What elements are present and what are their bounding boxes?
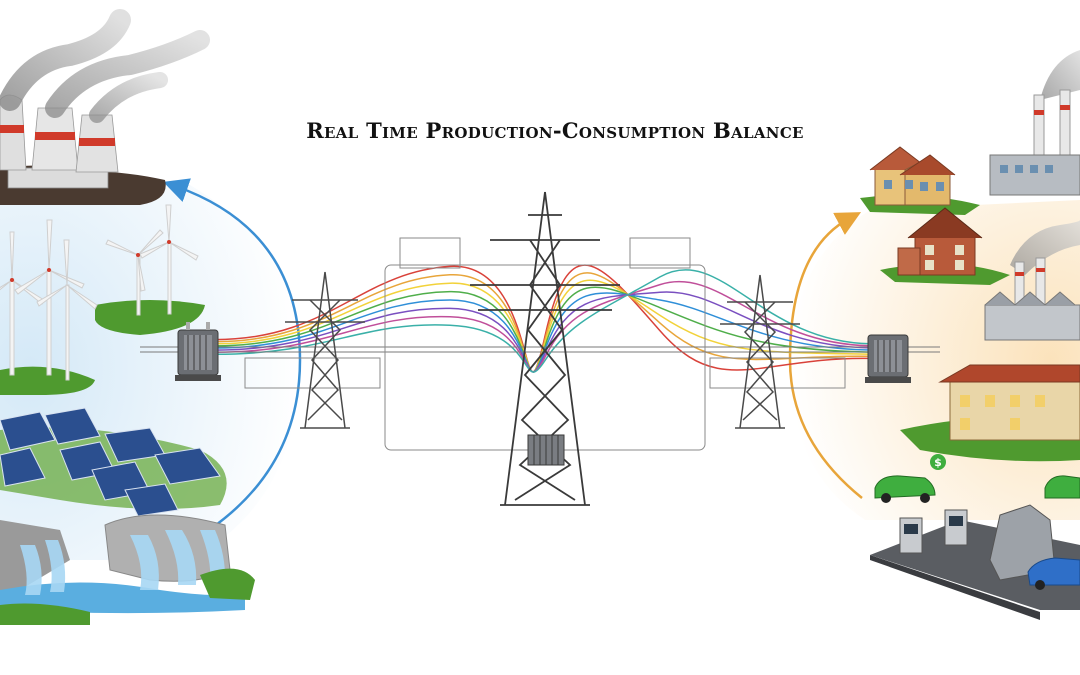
flow-line [214,269,871,373]
factory-icon [984,220,1080,341]
transmission-tower-icon [470,191,620,506]
transmission-tower-icon [285,271,365,429]
circuit-wiring [244,237,846,451]
house-icon [900,364,1080,462]
transformer-icon [865,334,911,383]
consumption-arrow [788,212,863,499]
transmission-tower-icon [720,274,800,429]
factory-icon [989,50,1080,196]
wind-turbine-icon [0,204,205,395]
transformer-icon [527,434,565,466]
house-icon [880,207,1010,285]
diagram-title: Real Time Production-Consumption Balance [306,118,804,143]
hydro-dam-icon [0,514,255,625]
ev-charging-icon [870,475,1080,620]
flow-line [214,280,871,373]
dollar-icon: $ [930,454,946,470]
house-icon [860,146,980,215]
power-plant-icon [0,9,210,205]
solar-panel-icon [0,407,227,517]
power-flow-lines [214,264,871,373]
production-arrow [163,178,302,547]
flow-line [214,291,871,373]
transmission-line [140,346,940,353]
svg-text:$: $ [934,456,942,469]
transformer-icon [175,322,221,381]
